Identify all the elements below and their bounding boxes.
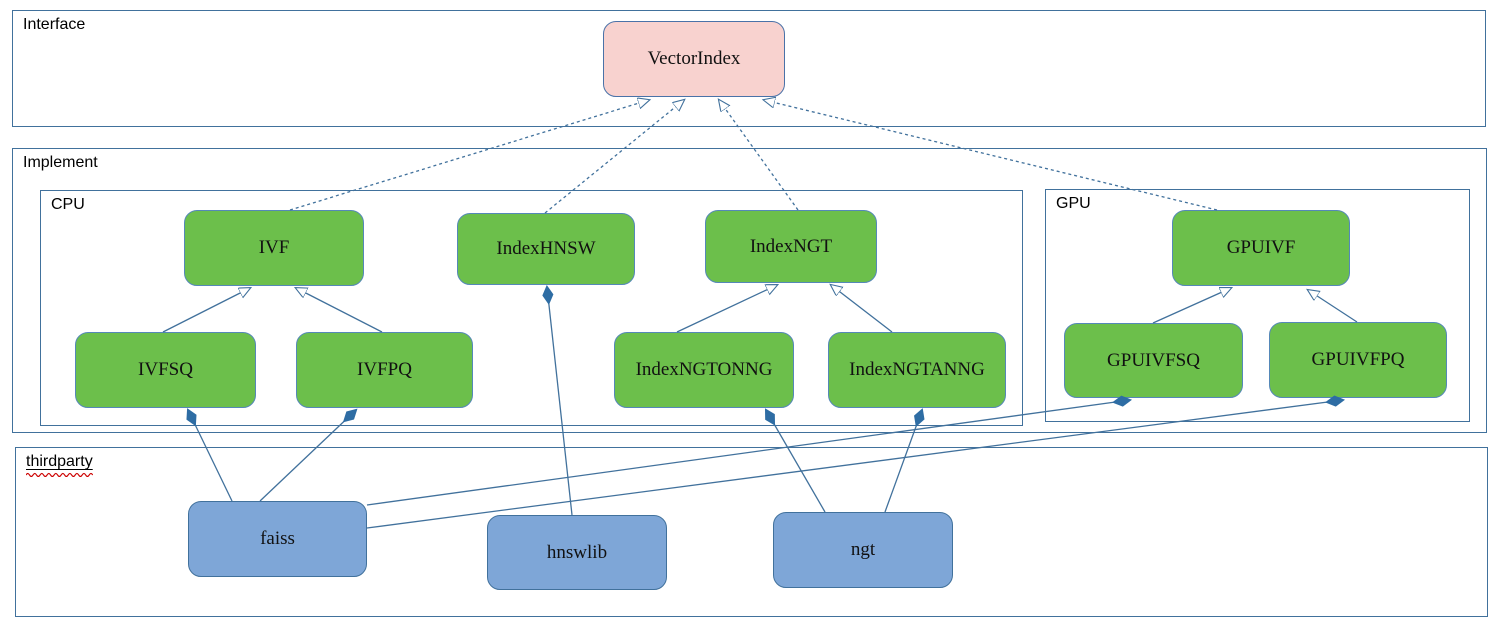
- node-indexngt-label: IndexNGT: [749, 235, 833, 257]
- node-indexngtanng-label: IndexNGTANNG: [849, 359, 985, 380]
- container-gpu-label: GPU: [1056, 195, 1091, 212]
- node-gpuivfpq-label: GPUIVFPQ: [1311, 349, 1405, 370]
- node-vectorindex: VectorIndex: [603, 21, 785, 97]
- container-thirdparty-label: thirdparty: [26, 453, 93, 477]
- spellcheck-squiggle: [26, 472, 93, 477]
- node-vectorindex-label: VectorIndex: [647, 48, 741, 69]
- node-gpuivf: GPUIVF: [1172, 210, 1350, 286]
- container-interface-label: Interface: [23, 16, 86, 33]
- container-thirdparty-label-text: thirdparty: [26, 453, 93, 470]
- node-ivf: IVF: [184, 210, 364, 286]
- node-ivf-label: IVF: [258, 237, 290, 258]
- node-ngt-label: ngt: [850, 539, 876, 560]
- node-indexngtonng: IndexNGTONNG: [614, 332, 794, 408]
- node-faiss: faiss: [188, 501, 367, 577]
- node-gpuivfsq-label: GPUIVFSQ: [1107, 349, 1200, 371]
- node-gpuivfpq: GPUIVFPQ: [1269, 322, 1447, 398]
- container-implement-label: Implement: [23, 154, 98, 171]
- node-gpuivf-label: GPUIVF: [1226, 237, 1296, 258]
- node-indexngtonng-label: IndexNGTONNG: [635, 359, 773, 380]
- node-faiss-label: faiss: [260, 528, 295, 549]
- node-gpuivfsq: GPUIVFSQ: [1064, 323, 1243, 398]
- node-indexngt: IndexNGT: [705, 210, 877, 283]
- node-ivfpq: IVFPQ: [296, 332, 473, 408]
- node-ivfsq: IVFSQ: [75, 332, 256, 408]
- node-indexhnsw-label: IndexHNSW: [496, 238, 596, 259]
- container-cpu-label: CPU: [51, 196, 85, 213]
- node-ivfsq-label: IVFSQ: [138, 359, 193, 380]
- node-indexhnsw: IndexHNSW: [457, 213, 635, 285]
- node-ngt: ngt: [773, 512, 953, 588]
- node-hnswlib: hnswlib: [487, 515, 667, 590]
- node-hnswlib-label: hnswlib: [546, 541, 608, 563]
- node-ivfpq-label: IVFPQ: [357, 359, 412, 380]
- node-indexngtanng: IndexNGTANNG: [828, 332, 1006, 408]
